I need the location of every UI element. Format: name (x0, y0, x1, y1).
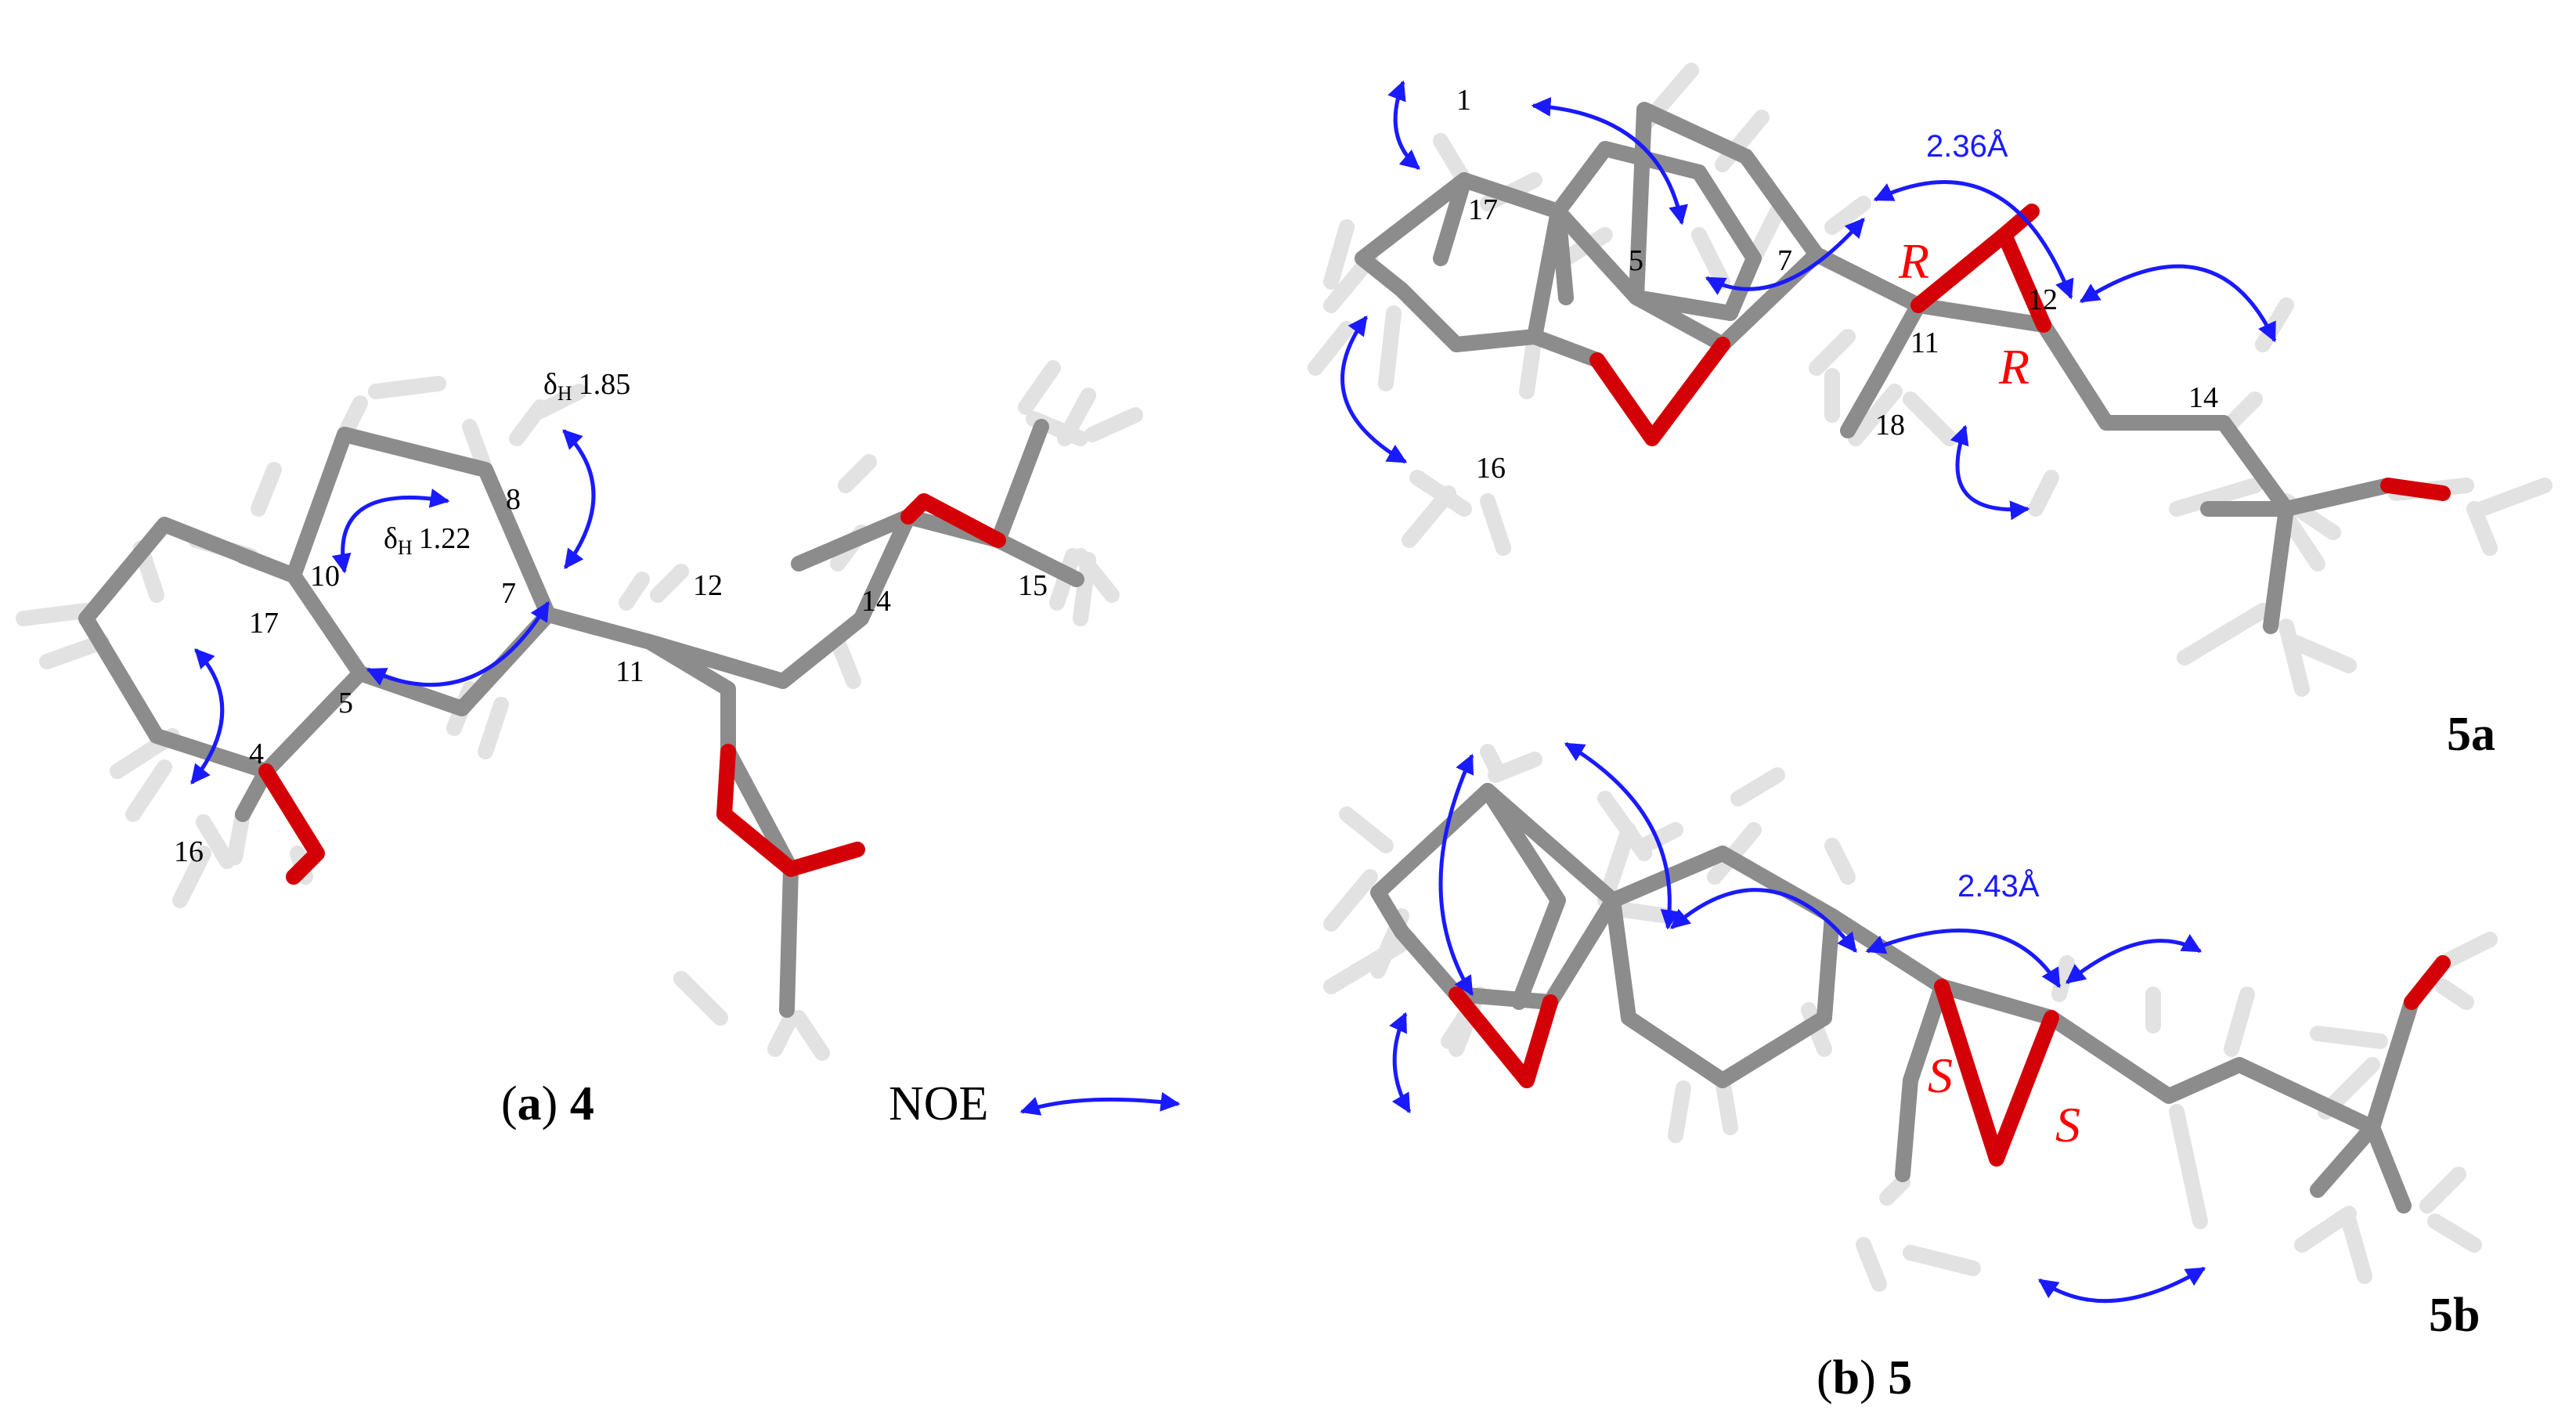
caption-a: (a) 4 (501, 1077, 594, 1131)
noe-arrow (1531, 96, 1688, 225)
caption-b: (b) 5 (1817, 1351, 1912, 1405)
noe-arrow (1670, 888, 1857, 953)
atom-label: 14 (2188, 381, 2218, 414)
atom-label: 17 (1468, 193, 1498, 226)
stereo-label-c11: R (1898, 233, 1929, 289)
noe-arrow (1438, 753, 1474, 997)
atom-label: 7 (501, 577, 516, 610)
noe-arrow (2065, 933, 2203, 984)
atom-label: 17 (249, 607, 279, 640)
noe-arrow (2079, 264, 2277, 343)
noe-arrow (2037, 1266, 2206, 1304)
stereo-label-c12: R (1998, 339, 2029, 395)
atom-label: 5 (1629, 244, 1643, 277)
atom-label: 7 (1777, 244, 1792, 277)
atom-label: 10 (310, 560, 340, 593)
noe-legend: NOE (889, 1077, 1181, 1131)
noe-arrow (1387, 80, 1420, 170)
atom-label: 11 (1910, 326, 1939, 359)
atom-label: 12 (693, 569, 723, 602)
legend-arrow (1019, 1091, 1181, 1116)
atom-label: 12 (2028, 283, 2058, 316)
atom-label: 16 (1476, 452, 1506, 485)
noe-arrow (366, 600, 550, 687)
legend-label: NOE (889, 1077, 988, 1131)
atom-label: 16 (174, 835, 204, 868)
molecule-4-carbon-skeleton (78, 419, 1084, 1018)
noe-arrow (1873, 180, 2074, 300)
atom-label: 5 (338, 687, 353, 720)
noe-arrow (1950, 424, 2030, 521)
atom-label: 15 (1018, 569, 1048, 602)
atom-label: 11 (615, 655, 644, 688)
molecule-5b (1323, 744, 2498, 1292)
conformer-label-5a: 5a (2447, 708, 2495, 761)
atom-labels-5a: 1 17 5 7 11 12 18 16 14 (1456, 84, 2218, 485)
noe-arrow (1705, 218, 1865, 295)
atom-label: 8 (506, 483, 521, 516)
noe-arrows-5a (1340, 80, 2277, 521)
noe-arrow (190, 648, 225, 784)
conformer-label-5b: 5b (2429, 1289, 2480, 1342)
atom-labels-4: 10 17 4 5 16 8 7 11 12 14 15 (174, 483, 1048, 868)
noe-arrows-4 (190, 429, 596, 784)
noe-arrows-5b (1389, 741, 2206, 1304)
stereo-label-5b-1: S (1928, 1048, 1953, 1103)
atom-label: 4 (249, 738, 264, 770)
molecule-5a-carbon-skeleton (1355, 102, 2396, 634)
molecule-4-oxygens (258, 493, 1006, 885)
distance-label-5a: 2.36Å (1926, 128, 2008, 164)
noe-arrow (331, 489, 450, 574)
molecule-4-hydrogens (16, 360, 1143, 1061)
molecule-5b-carbon-skeleton (1370, 783, 2419, 1214)
noe-arrow (562, 429, 596, 570)
molecule-5b-oxygens (1449, 955, 2451, 1167)
noe-arrow (1865, 929, 2062, 989)
noe-arrow (1564, 741, 1680, 930)
atom-label: 14 (861, 585, 891, 618)
distance-label-5b: 2.43Å (1957, 868, 2040, 903)
atom-label: 18 (1875, 409, 1905, 442)
atom-label: 1 (1456, 84, 1471, 117)
noe-arrow (1389, 1012, 1412, 1114)
molecule-4 (16, 360, 1143, 1061)
noe-arrow (1340, 315, 1408, 464)
stereo-label-5b-2: S (2055, 1097, 2080, 1152)
